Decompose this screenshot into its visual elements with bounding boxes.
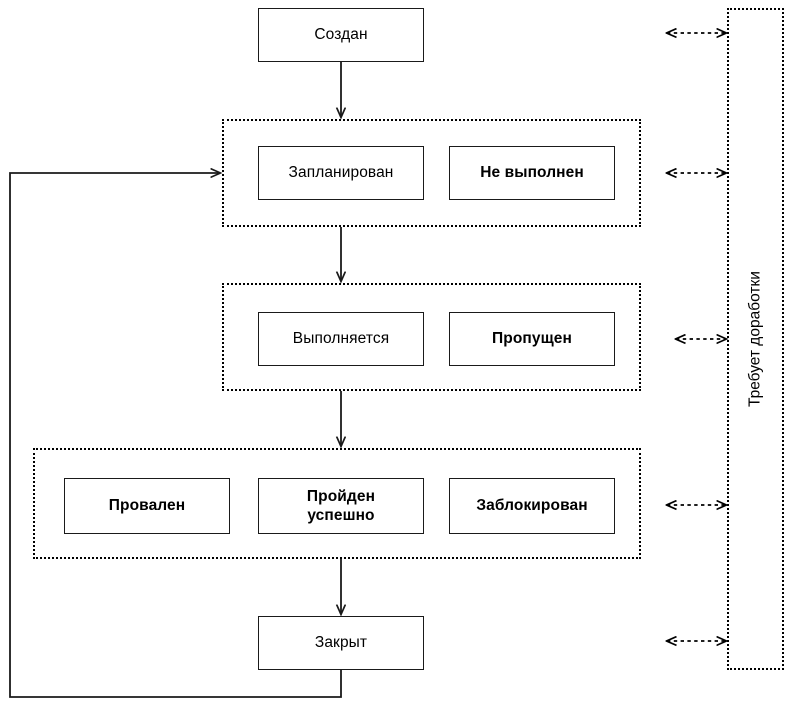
group-planned [222, 119, 641, 227]
rework-panel-label: Требует доработки [746, 271, 764, 407]
state-box-created[interactable]: Создан [258, 8, 424, 62]
rework-panel[interactable]: Требует доработки [727, 8, 784, 670]
state-box-passed[interactable]: Пройден успешно [258, 478, 424, 534]
state-box-not-executed[interactable]: Не выполнен [449, 146, 615, 200]
state-box-planned[interactable]: Запланирован [258, 146, 424, 200]
state-box-failed[interactable]: Провален [64, 478, 230, 534]
group-in-progress [222, 283, 641, 391]
state-box-in-progress[interactable]: Выполняется [258, 312, 424, 366]
state-box-blocked[interactable]: Заблокирован [449, 478, 615, 534]
state-box-skipped[interactable]: Пропущен [449, 312, 615, 366]
group-result [33, 448, 641, 559]
state-box-closed[interactable]: Закрыт [258, 616, 424, 670]
